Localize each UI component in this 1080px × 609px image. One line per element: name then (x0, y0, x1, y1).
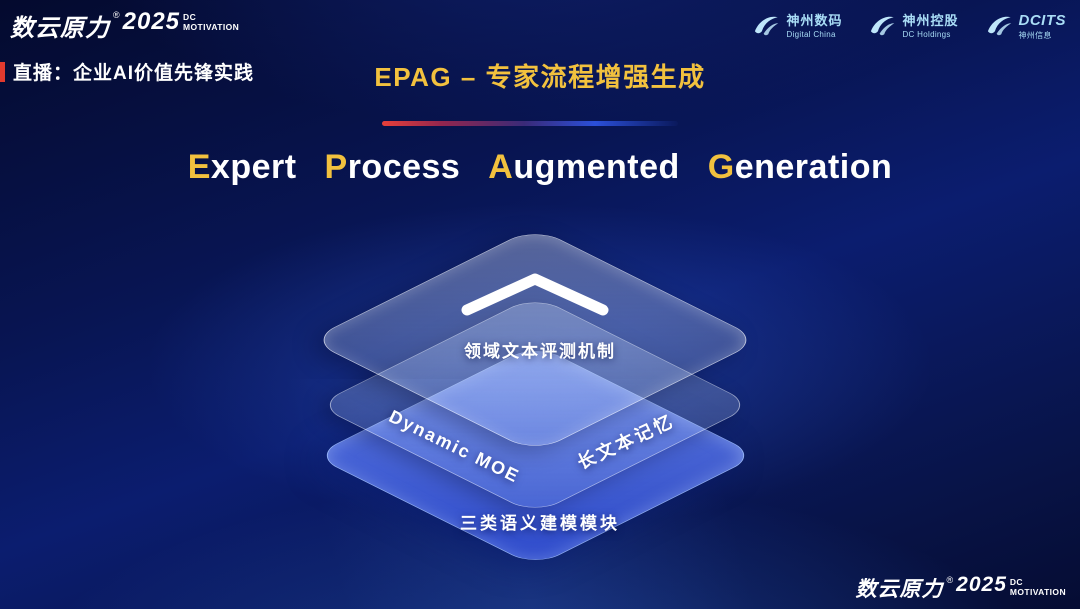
digital-china-swoosh-icon (755, 17, 779, 36)
brand-logo-top-left: 数云原力 ® 2025 DC MOTIVATION (10, 8, 239, 43)
brand-tagline-line2: MOTIVATION (183, 22, 240, 33)
brand-tagline-line2: MOTIVATION (1009, 587, 1066, 598)
brand-year: 2025 (956, 573, 1007, 596)
logo-name: 神州数码 (786, 13, 843, 29)
logo-name: DCITS (1018, 12, 1066, 29)
bottom-layer-label: 三类语义建模模块 (460, 514, 620, 533)
brand-registered-mark: ® (113, 10, 120, 20)
brand-registered-mark: ® (946, 575, 954, 585)
brand-tagline: DC MOTIVATION (1010, 577, 1066, 597)
brand-tagline-line1: DC (1009, 577, 1023, 587)
logo-text: 神州控股 DC Holdings (902, 13, 958, 39)
logo-dc-holdings: 神州控股 DC Holdings (868, 12, 958, 40)
subtitle-word-generation: Generation (707, 148, 893, 186)
live-stream-text: 直播：企业AI价值先锋实践 (13, 63, 255, 84)
brand-tagline: DC MOTIVATION (183, 12, 239, 32)
brand-logo-bottom-right: 数云原力 ® 2025 DC MOTIVATION (856, 573, 1066, 603)
brand-tagline-line1: DC (183, 12, 197, 22)
english-subtitle: Expert Process Augmented Generation (0, 148, 1080, 187)
subtitle-word-expert: Expert (187, 148, 297, 186)
logo-text: DCITS 神州信息 (1019, 12, 1067, 41)
page-title: EPAG – 专家流程增强生成 (374, 62, 706, 92)
logo-dcits: DCITS 神州信息 (985, 12, 1067, 41)
corporate-logos: 神州数码 Digital China 神州控股 DC Holdings DCIT… (752, 12, 1066, 41)
brand-name: 数云原力 (855, 578, 944, 601)
logo-subtitle: 神州信息 (1018, 30, 1052, 40)
logo-subtitle: DC Holdings (902, 29, 951, 39)
logo-subtitle: Digital China (786, 29, 836, 39)
chevron-up-icon (461, 273, 609, 316)
logo-text: 神州数码 Digital China (786, 13, 842, 39)
subtitle-word-augmented: Augmented (488, 148, 680, 186)
dcits-swoosh-icon (987, 17, 1011, 36)
gradient-divider (382, 121, 678, 126)
top-layer-label: 领域文本评测机制 (464, 342, 616, 361)
logo-name: 神州控股 (902, 13, 959, 29)
live-stream-label: 直播：企业AI价值先锋实践 (0, 58, 254, 85)
brand-year: 2025 (122, 8, 181, 35)
dc-holdings-swoosh-icon (871, 17, 895, 36)
red-accent-bar (0, 61, 5, 82)
subtitle-word-process: Process (324, 148, 461, 186)
brand-name: 数云原力 (10, 15, 110, 42)
logo-digital-china: 神州数码 Digital China (752, 12, 842, 40)
